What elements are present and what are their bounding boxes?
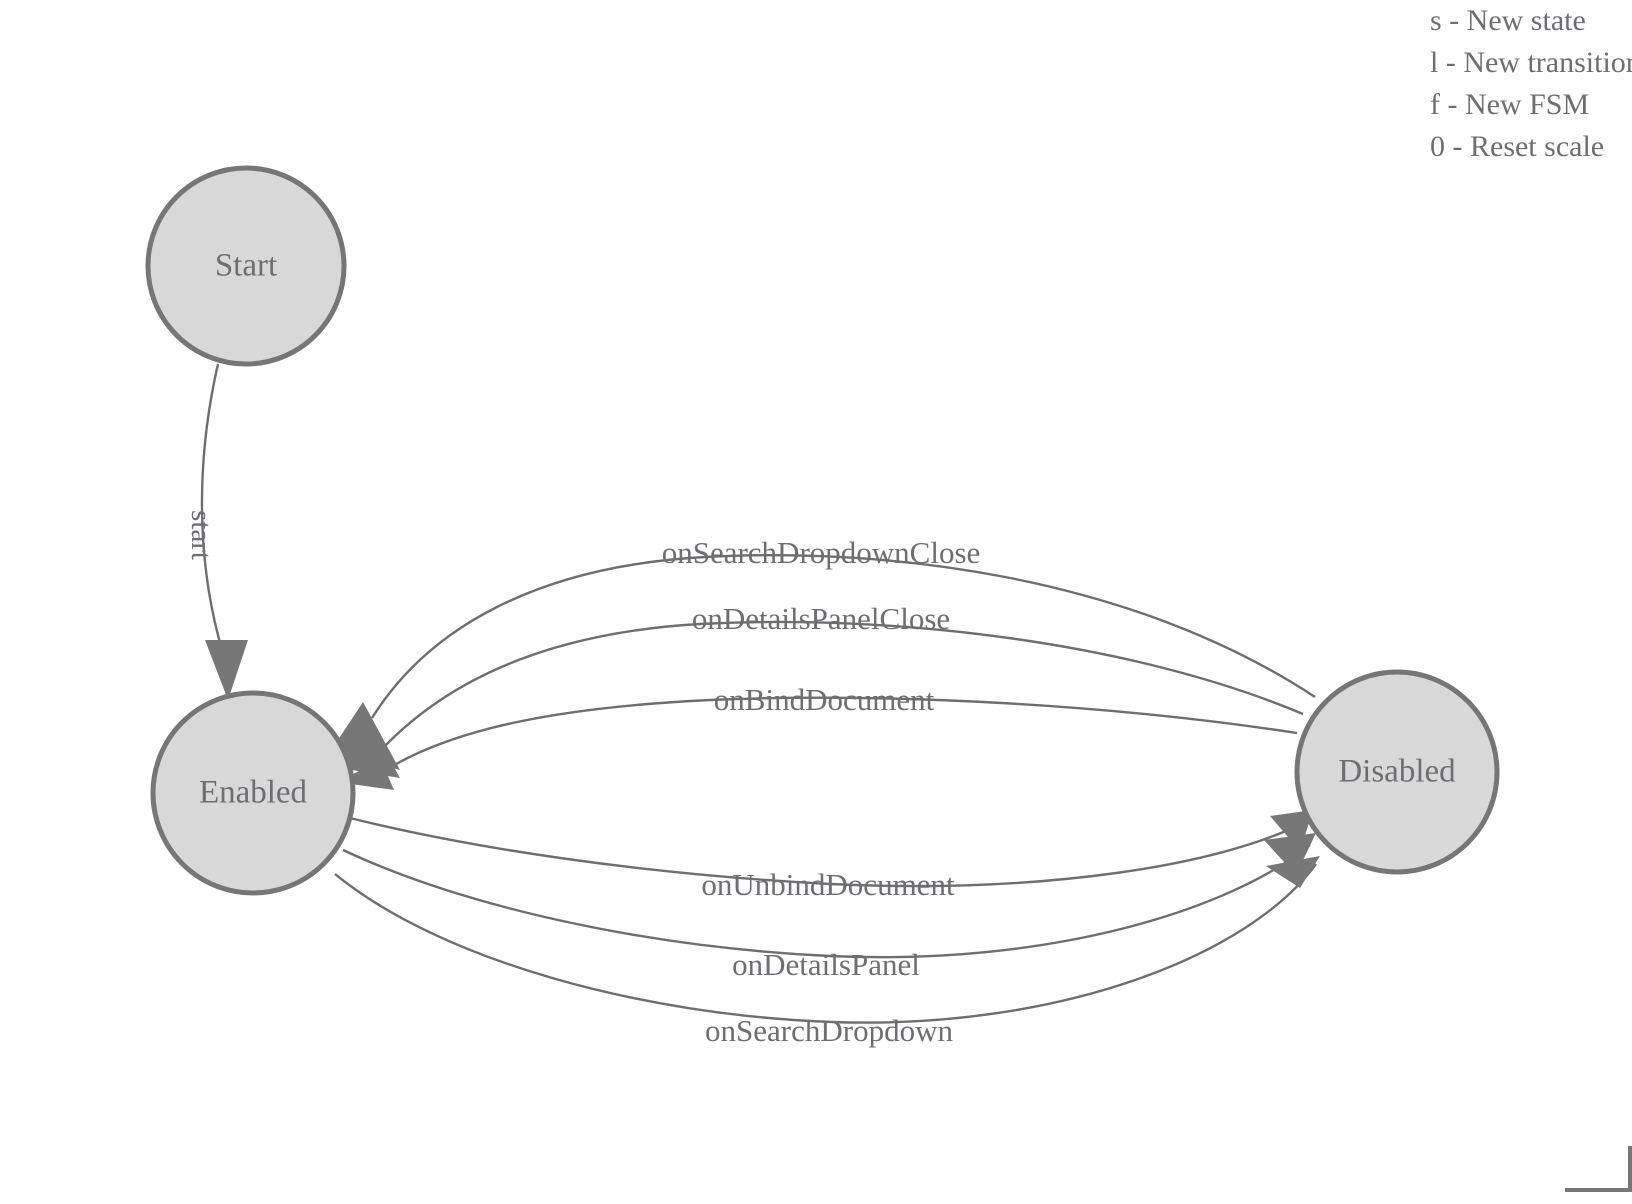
node-enabled-label: Enabled [199,775,308,811]
node-start-circle[interactable] [145,165,347,367]
edge-group-enabled-to-disabled [334,810,1320,1024]
node-disabled[interactable]: Disabled [1294,669,1500,875]
edge-onDetailsPanelClose[interactable] [382,620,1304,749]
edge-label-onSearchDropdown: onSearchDropdown [705,1013,953,1048]
node-start-label: Start [215,248,277,284]
edge-label-group: start onSearchDropdownClose onDetailsPan… [185,510,980,1048]
edge-label-onSearchDropdownClose: onSearchDropdownClose [662,535,981,570]
edge-start[interactable] [200,363,224,651]
arrowhead-onSearchDropdown-icon [1266,856,1320,888]
arrowhead-start-icon [205,640,248,700]
edge-onBindDocument[interactable] [377,696,1298,776]
edge-label-onUnbindDocument: onUnbindDocument [701,867,955,902]
arrowhead-onDetailsPanel-icon [1264,833,1316,875]
edge-label-onBindDocument: onBindDocument [714,682,935,717]
edge-group-disabled-to-enabled [330,554,1316,790]
edge-onDetailsPanel[interactable] [342,844,1311,959]
edge-onSearchDropdown[interactable] [334,863,1317,1024]
edge-onUnbindDocument[interactable] [349,816,1306,888]
node-start[interactable]: Start [145,165,347,367]
edge-label-onDetailsPanel: onDetailsPanel [732,947,920,982]
node-disabled-circle[interactable] [1294,669,1500,875]
node-enabled-circle[interactable] [150,690,356,896]
node-enabled[interactable]: Enabled [150,690,356,896]
edge-label-start: start [185,510,217,560]
viewport-corner-marker [1565,1146,1632,1192]
node-disabled-label: Disabled [1338,754,1456,790]
edge-label-onDetailsPanelClose: onDetailsPanelClose [692,601,950,636]
edge-group-start-to-enabled [200,363,248,700]
edge-onSearchDropdownClose[interactable] [370,554,1316,719]
